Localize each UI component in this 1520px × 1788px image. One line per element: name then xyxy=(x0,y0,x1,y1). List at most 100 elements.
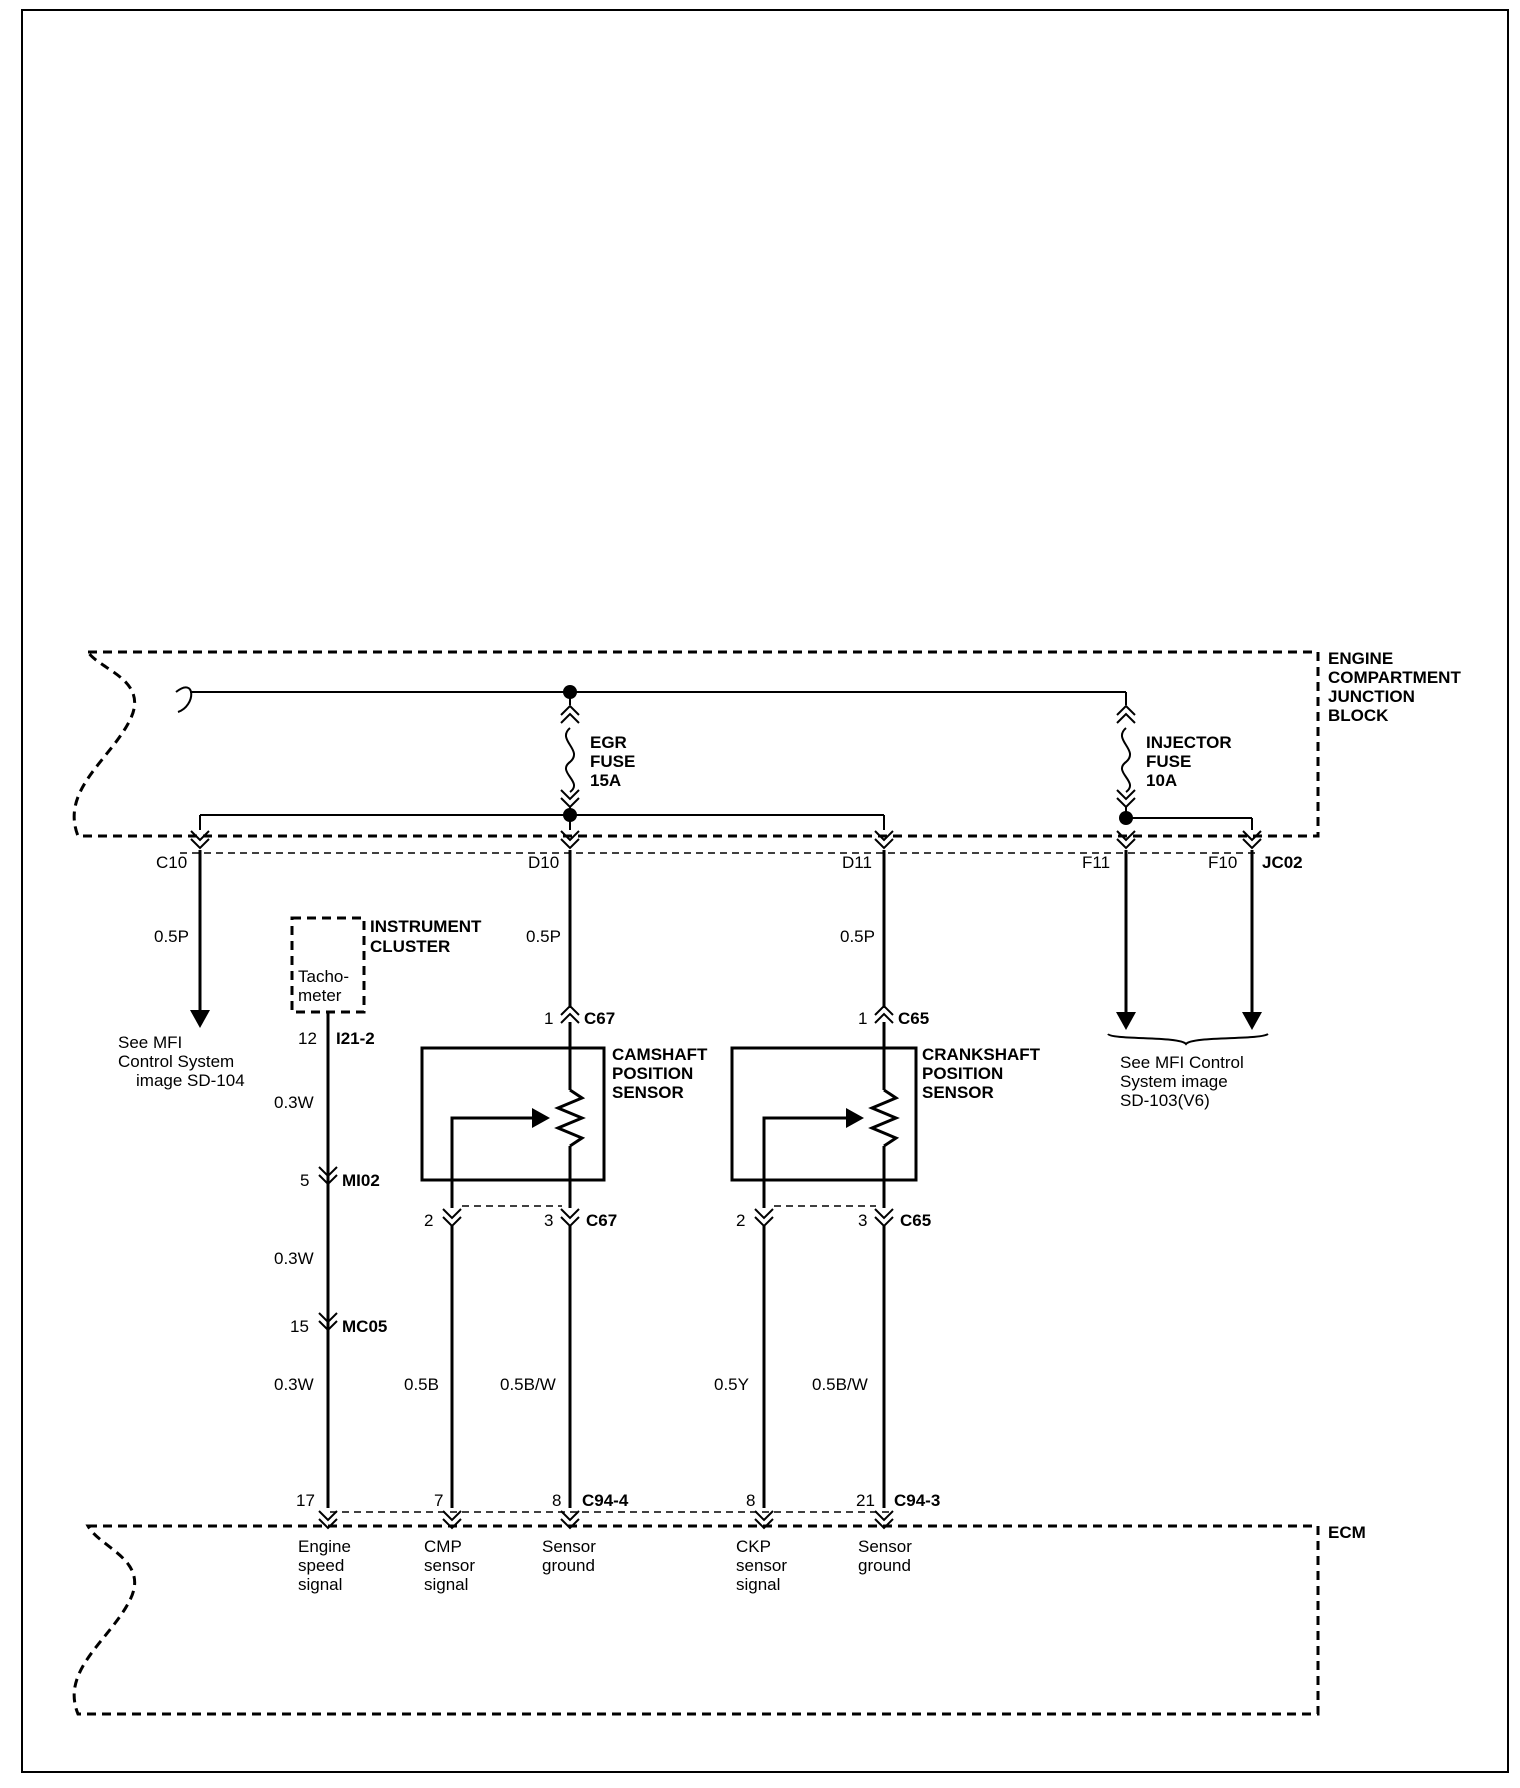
svg-text:2: 2 xyxy=(424,1211,433,1230)
svg-text:CAMSHAFT: CAMSHAFT xyxy=(612,1045,708,1064)
pin-i21-12: 12 xyxy=(298,1029,317,1048)
svg-text:3: 3 xyxy=(858,1211,867,1230)
arrow-sd103-a xyxy=(1116,1012,1136,1030)
label-f11: F11 xyxy=(1082,853,1110,872)
label-mi02: MI02 xyxy=(342,1171,380,1190)
svg-text:21: 21 xyxy=(856,1491,875,1510)
label-c67-top: C67 xyxy=(584,1009,615,1028)
label-jc02: JC02 xyxy=(1262,853,1303,872)
svg-text:Sensor: Sensor xyxy=(542,1537,596,1556)
svg-text:POSITION: POSITION xyxy=(612,1064,693,1083)
svg-text:ground: ground xyxy=(542,1556,595,1575)
svg-text:FUSE: FUSE xyxy=(590,752,635,771)
svg-text:CKP: CKP xyxy=(736,1537,771,1556)
ecm-signal-sensor-ground-b: Sensor ground xyxy=(858,1537,912,1575)
ecm-signal-sensor-ground-a: Sensor ground xyxy=(542,1537,596,1575)
svg-text:7: 7 xyxy=(434,1491,443,1510)
connector-d10 xyxy=(560,830,580,849)
svg-text:10A: 10A xyxy=(1146,771,1177,790)
arrow-sd104 xyxy=(190,1010,210,1028)
connector-c65-top xyxy=(874,1005,894,1024)
connector-f10 xyxy=(1242,830,1262,849)
wire-tach-c: 0.3W xyxy=(274,1375,314,1394)
svg-text:See MFI Control: See MFI Control xyxy=(1120,1053,1244,1072)
svg-text:2: 2 xyxy=(736,1211,745,1230)
ecm-outline xyxy=(72,1524,1320,1716)
svg-text:POSITION: POSITION xyxy=(922,1064,1003,1083)
camshaft-sensor-label: CAMSHAFT POSITION SENSOR xyxy=(612,1045,708,1102)
wire-ckp: 0.5Y xyxy=(714,1375,749,1394)
connector-c10 xyxy=(190,830,210,849)
svg-text:1: 1 xyxy=(858,1009,867,1028)
svg-text:INJECTOR: INJECTOR xyxy=(1146,733,1232,752)
reference-brace xyxy=(1107,1033,1269,1046)
svg-text:Engine: Engine xyxy=(298,1537,351,1556)
crankshaft-sensor xyxy=(730,1046,918,1182)
svg-text:signal: signal xyxy=(424,1575,468,1594)
svg-text:3: 3 xyxy=(544,1211,553,1230)
wire-ckp-ground: 0.5B/W xyxy=(812,1375,868,1394)
svg-text:Tacho-: Tacho- xyxy=(298,967,349,986)
svg-text:signal: signal xyxy=(736,1575,780,1594)
svg-text:15: 15 xyxy=(290,1317,309,1336)
instrument-cluster-label: INSTRUMENT CLUSTER xyxy=(370,917,482,956)
wire-d11: 0.5P xyxy=(840,927,875,946)
reference-sd104: See MFI Control System image SD-104 xyxy=(118,1033,245,1090)
ecm-signal-ckp: CKP sensor signal xyxy=(736,1537,787,1594)
svg-text:sensor: sensor xyxy=(736,1556,787,1575)
wire-cmp-ground: 0.5B/W xyxy=(500,1375,556,1394)
connector-c67-top xyxy=(560,1005,580,1024)
svg-text:17: 17 xyxy=(296,1491,315,1510)
svg-text:FUSE: FUSE xyxy=(1146,752,1191,771)
label-mc05: MC05 xyxy=(342,1317,387,1336)
label-f10: F10 xyxy=(1208,853,1237,872)
svg-text:image SD-104: image SD-104 xyxy=(136,1071,245,1090)
svg-text:BLOCK: BLOCK xyxy=(1328,706,1389,725)
svg-text:speed: speed xyxy=(298,1556,344,1575)
label-c10: C10 xyxy=(156,853,187,872)
connector-c67-2 xyxy=(442,1208,462,1227)
reference-sd103: See MFI Control System image SD-103(V6) xyxy=(1120,1053,1244,1110)
egr-fuse xyxy=(560,692,580,815)
svg-text:ENGINE: ENGINE xyxy=(1328,649,1393,668)
connector-d11 xyxy=(874,830,894,849)
connector-c65-2 xyxy=(754,1208,774,1227)
svg-text:15A: 15A xyxy=(590,771,621,790)
wire-c10: 0.5P xyxy=(154,927,189,946)
svg-text:CMP: CMP xyxy=(424,1537,462,1556)
label-i21-2: I21-2 xyxy=(336,1029,375,1048)
injector-fuse xyxy=(1116,692,1136,815)
svg-text:SENSOR: SENSOR xyxy=(922,1083,994,1102)
ecm-label: ECM xyxy=(1328,1523,1366,1542)
wire-tach-b: 0.3W xyxy=(274,1249,314,1268)
svg-text:CLUSTER: CLUSTER xyxy=(370,937,450,956)
junction-block-label: ENGINE COMPARTMENT JUNCTION BLOCK xyxy=(1328,649,1461,725)
svg-text:sensor: sensor xyxy=(424,1556,475,1575)
battery-bus xyxy=(175,686,193,713)
label-d11: D11 xyxy=(842,853,872,872)
camshaft-sensor xyxy=(420,1046,606,1182)
ecm-signal-cmp: CMP sensor signal xyxy=(424,1537,475,1594)
junction-block-outline xyxy=(72,650,1320,838)
camshaft-resistor xyxy=(554,1088,586,1148)
injector-fuse-label: INJECTOR FUSE 10A xyxy=(1146,733,1232,790)
tachometer-label: Tacho- meter xyxy=(298,967,349,1005)
svg-text:System image: System image xyxy=(1120,1072,1228,1091)
crankshaft-resistor xyxy=(868,1088,900,1148)
svg-text:INSTRUMENT: INSTRUMENT xyxy=(370,917,482,936)
svg-text:SD-103(V6): SD-103(V6) xyxy=(1120,1091,1210,1110)
wire-cmp: 0.5B xyxy=(404,1375,439,1394)
label-c65-top: C65 xyxy=(898,1009,929,1028)
label-d10: D10 xyxy=(528,853,559,872)
svg-text:EGR: EGR xyxy=(590,733,627,752)
arrow-sd103-b xyxy=(1242,1012,1262,1030)
svg-text:8: 8 xyxy=(746,1491,755,1510)
svg-text:meter: meter xyxy=(298,986,342,1005)
crankshaft-sensor-label: CRANKSHAFT POSITION SENSOR xyxy=(922,1045,1041,1102)
label-c65-bottom: C65 xyxy=(900,1211,931,1230)
svg-text:ground: ground xyxy=(858,1556,911,1575)
wire-d10: 0.5P xyxy=(526,927,561,946)
connector-c65-3 xyxy=(874,1208,894,1227)
svg-text:SENSOR: SENSOR xyxy=(612,1083,684,1102)
